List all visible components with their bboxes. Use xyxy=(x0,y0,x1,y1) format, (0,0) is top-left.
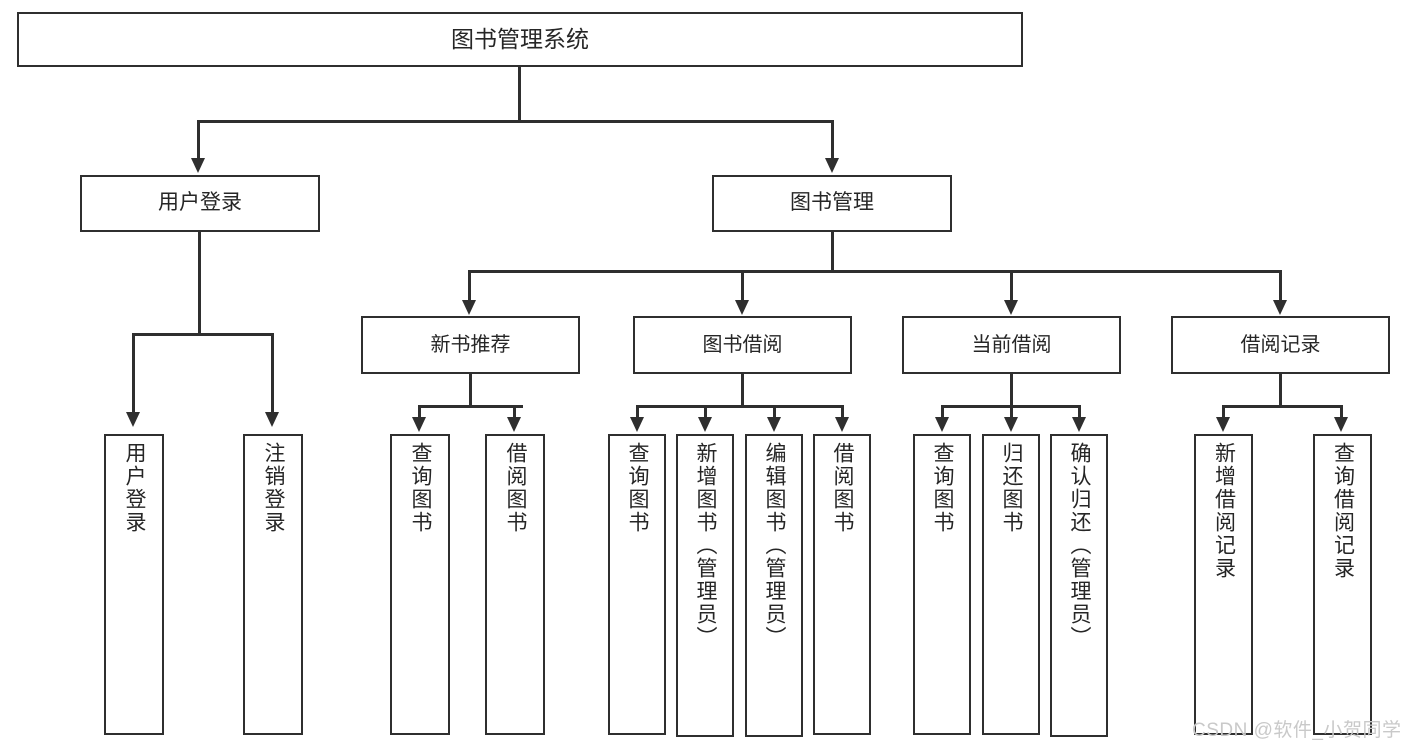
connector-borrow-record-leaf1 xyxy=(1222,405,1225,420)
connector-root-to-book-mgmt xyxy=(831,120,834,160)
arrow-new-book-leaf2 xyxy=(507,417,521,432)
leaf-book-borrow-edit-book-admin[interactable]: 编辑图书（管理员） xyxy=(745,434,803,737)
leaf-book-borrow-query-book[interactable]: 查询图书 xyxy=(608,434,666,735)
node-label: 新书推荐 xyxy=(430,333,511,356)
leaf-borrow-record-query-record[interactable]: 查询借阅记录 xyxy=(1313,434,1372,735)
connector-book-mgmt-stem xyxy=(831,232,834,272)
node-borrow-record[interactable]: 借阅记录 xyxy=(1171,316,1390,374)
connector-root-to-user-login xyxy=(197,120,200,160)
arrow-current-borrow-leaf3 xyxy=(1072,417,1086,432)
leaf-current-borrow-query-book[interactable]: 查询图书 xyxy=(913,434,971,735)
node-book-borrow[interactable]: 图书借阅 xyxy=(633,316,852,374)
node-label: 查询图书 xyxy=(626,442,650,534)
connector-borrow-record-stem xyxy=(1279,374,1282,407)
node-label: 新增借阅记录 xyxy=(1212,442,1236,580)
node-label: 借阅图书 xyxy=(831,442,855,534)
node-label: 借阅记录 xyxy=(1240,333,1321,356)
node-label: 借阅图书 xyxy=(504,442,528,534)
connector-book-borrow-stem xyxy=(741,374,744,407)
connector-book-borrow-leaf3 xyxy=(773,405,776,420)
leaf-current-borrow-return-book[interactable]: 归还图书 xyxy=(982,434,1040,735)
node-label: 确认归还（管理员） xyxy=(1068,442,1092,649)
connector-current-borrow-leaf1 xyxy=(941,405,944,420)
connector-user-login-stem xyxy=(198,232,201,335)
node-book-management[interactable]: 图书管理 xyxy=(712,175,952,232)
leaf-user-login-login[interactable]: 用户登录 xyxy=(104,434,164,735)
connector-current-borrow-leaf3 xyxy=(1078,405,1081,420)
node-label: 用户登录 xyxy=(158,191,242,215)
connector-root-bus xyxy=(197,120,834,123)
node-label: 新增图书（管理员） xyxy=(694,442,718,649)
node-label: 图书借阅 xyxy=(702,333,783,356)
arrow-book-borrow-leaf3 xyxy=(767,417,781,432)
connector-new-book-stem xyxy=(469,374,472,407)
arrow-root-to-user-login xyxy=(191,158,205,173)
connector-new-book-leaf2 xyxy=(513,405,516,420)
node-label: 归还图书 xyxy=(1000,442,1024,534)
connector-root-stem xyxy=(518,67,521,120)
arrow-new-book-leaf1 xyxy=(412,417,426,432)
connector-borrow-record-bus xyxy=(1222,405,1342,408)
leaf-current-borrow-confirm-return-admin[interactable]: 确认归还（管理员） xyxy=(1050,434,1108,737)
node-label: 编辑图书（管理员） xyxy=(763,442,787,649)
node-root-system[interactable]: 图书管理系统 xyxy=(17,12,1023,67)
arrow-book-borrow-leaf1 xyxy=(630,417,644,432)
arrow-current-borrow-leaf1 xyxy=(935,417,949,432)
node-label: 图书管理系统 xyxy=(451,26,589,53)
node-label: 注销登录 xyxy=(262,442,286,534)
node-label: 查询借阅记录 xyxy=(1331,442,1355,580)
leaf-user-login-logout[interactable]: 注销登录 xyxy=(243,434,303,735)
leaf-book-borrow-borrow-book[interactable]: 借阅图书 xyxy=(813,434,871,735)
connector-new-book-bus xyxy=(418,405,523,408)
arrow-to-borrow-record xyxy=(1273,300,1287,315)
arrow-book-borrow-leaf2 xyxy=(698,417,712,432)
arrow-user-login-leaf2 xyxy=(265,412,279,427)
connector-book-borrow-leaf1 xyxy=(636,405,639,420)
connector-book-mgmt-to-current-borrow xyxy=(1010,270,1013,302)
connector-book-mgmt-bus xyxy=(468,270,1282,273)
connector-current-borrow-leaf2 xyxy=(1010,405,1013,420)
node-label: 当前借阅 xyxy=(971,333,1052,356)
arrow-current-borrow-leaf2 xyxy=(1004,417,1018,432)
connector-borrow-record-leaf2 xyxy=(1340,405,1343,420)
node-label: 图书管理 xyxy=(790,191,874,215)
connector-user-login-leaf2 xyxy=(271,333,274,415)
connector-user-login-bus xyxy=(132,333,273,336)
node-label: 查询图书 xyxy=(409,442,433,534)
connector-book-borrow-bus xyxy=(636,405,843,408)
arrow-borrow-record-leaf1 xyxy=(1216,417,1230,432)
connector-book-mgmt-to-new-book xyxy=(468,270,471,302)
node-user-login[interactable]: 用户登录 xyxy=(80,175,320,232)
csdn-watermark: CSDN @软件_小贺同学 xyxy=(1192,720,1402,741)
node-new-book-recommend[interactable]: 新书推荐 xyxy=(361,316,580,374)
arrow-to-current-borrow xyxy=(1004,300,1018,315)
leaf-new-book-query-book[interactable]: 查询图书 xyxy=(390,434,450,735)
node-label: 查询图书 xyxy=(931,442,955,534)
arrow-to-new-book xyxy=(462,300,476,315)
node-label: 用户登录 xyxy=(123,442,147,534)
arrow-borrow-record-leaf2 xyxy=(1334,417,1348,432)
leaf-book-borrow-add-book-admin[interactable]: 新增图书（管理员） xyxy=(676,434,734,737)
arrow-book-borrow-leaf4 xyxy=(835,417,849,432)
leaf-new-book-borrow-book[interactable]: 借阅图书 xyxy=(485,434,545,735)
connector-current-borrow-stem xyxy=(1010,374,1013,407)
arrow-root-to-book-mgmt xyxy=(825,158,839,173)
arrow-user-login-leaf1 xyxy=(126,412,140,427)
connector-user-login-leaf1 xyxy=(132,333,135,415)
connector-book-mgmt-to-book-borrow xyxy=(741,270,744,302)
connector-book-borrow-leaf4 xyxy=(841,405,844,420)
connector-book-mgmt-to-borrow-record xyxy=(1279,270,1282,302)
connector-book-borrow-leaf2 xyxy=(704,405,707,420)
leaf-borrow-record-add-record[interactable]: 新增借阅记录 xyxy=(1194,434,1253,735)
arrow-to-book-borrow xyxy=(735,300,749,315)
node-current-borrow[interactable]: 当前借阅 xyxy=(902,316,1121,374)
connector-new-book-leaf1 xyxy=(418,405,421,420)
